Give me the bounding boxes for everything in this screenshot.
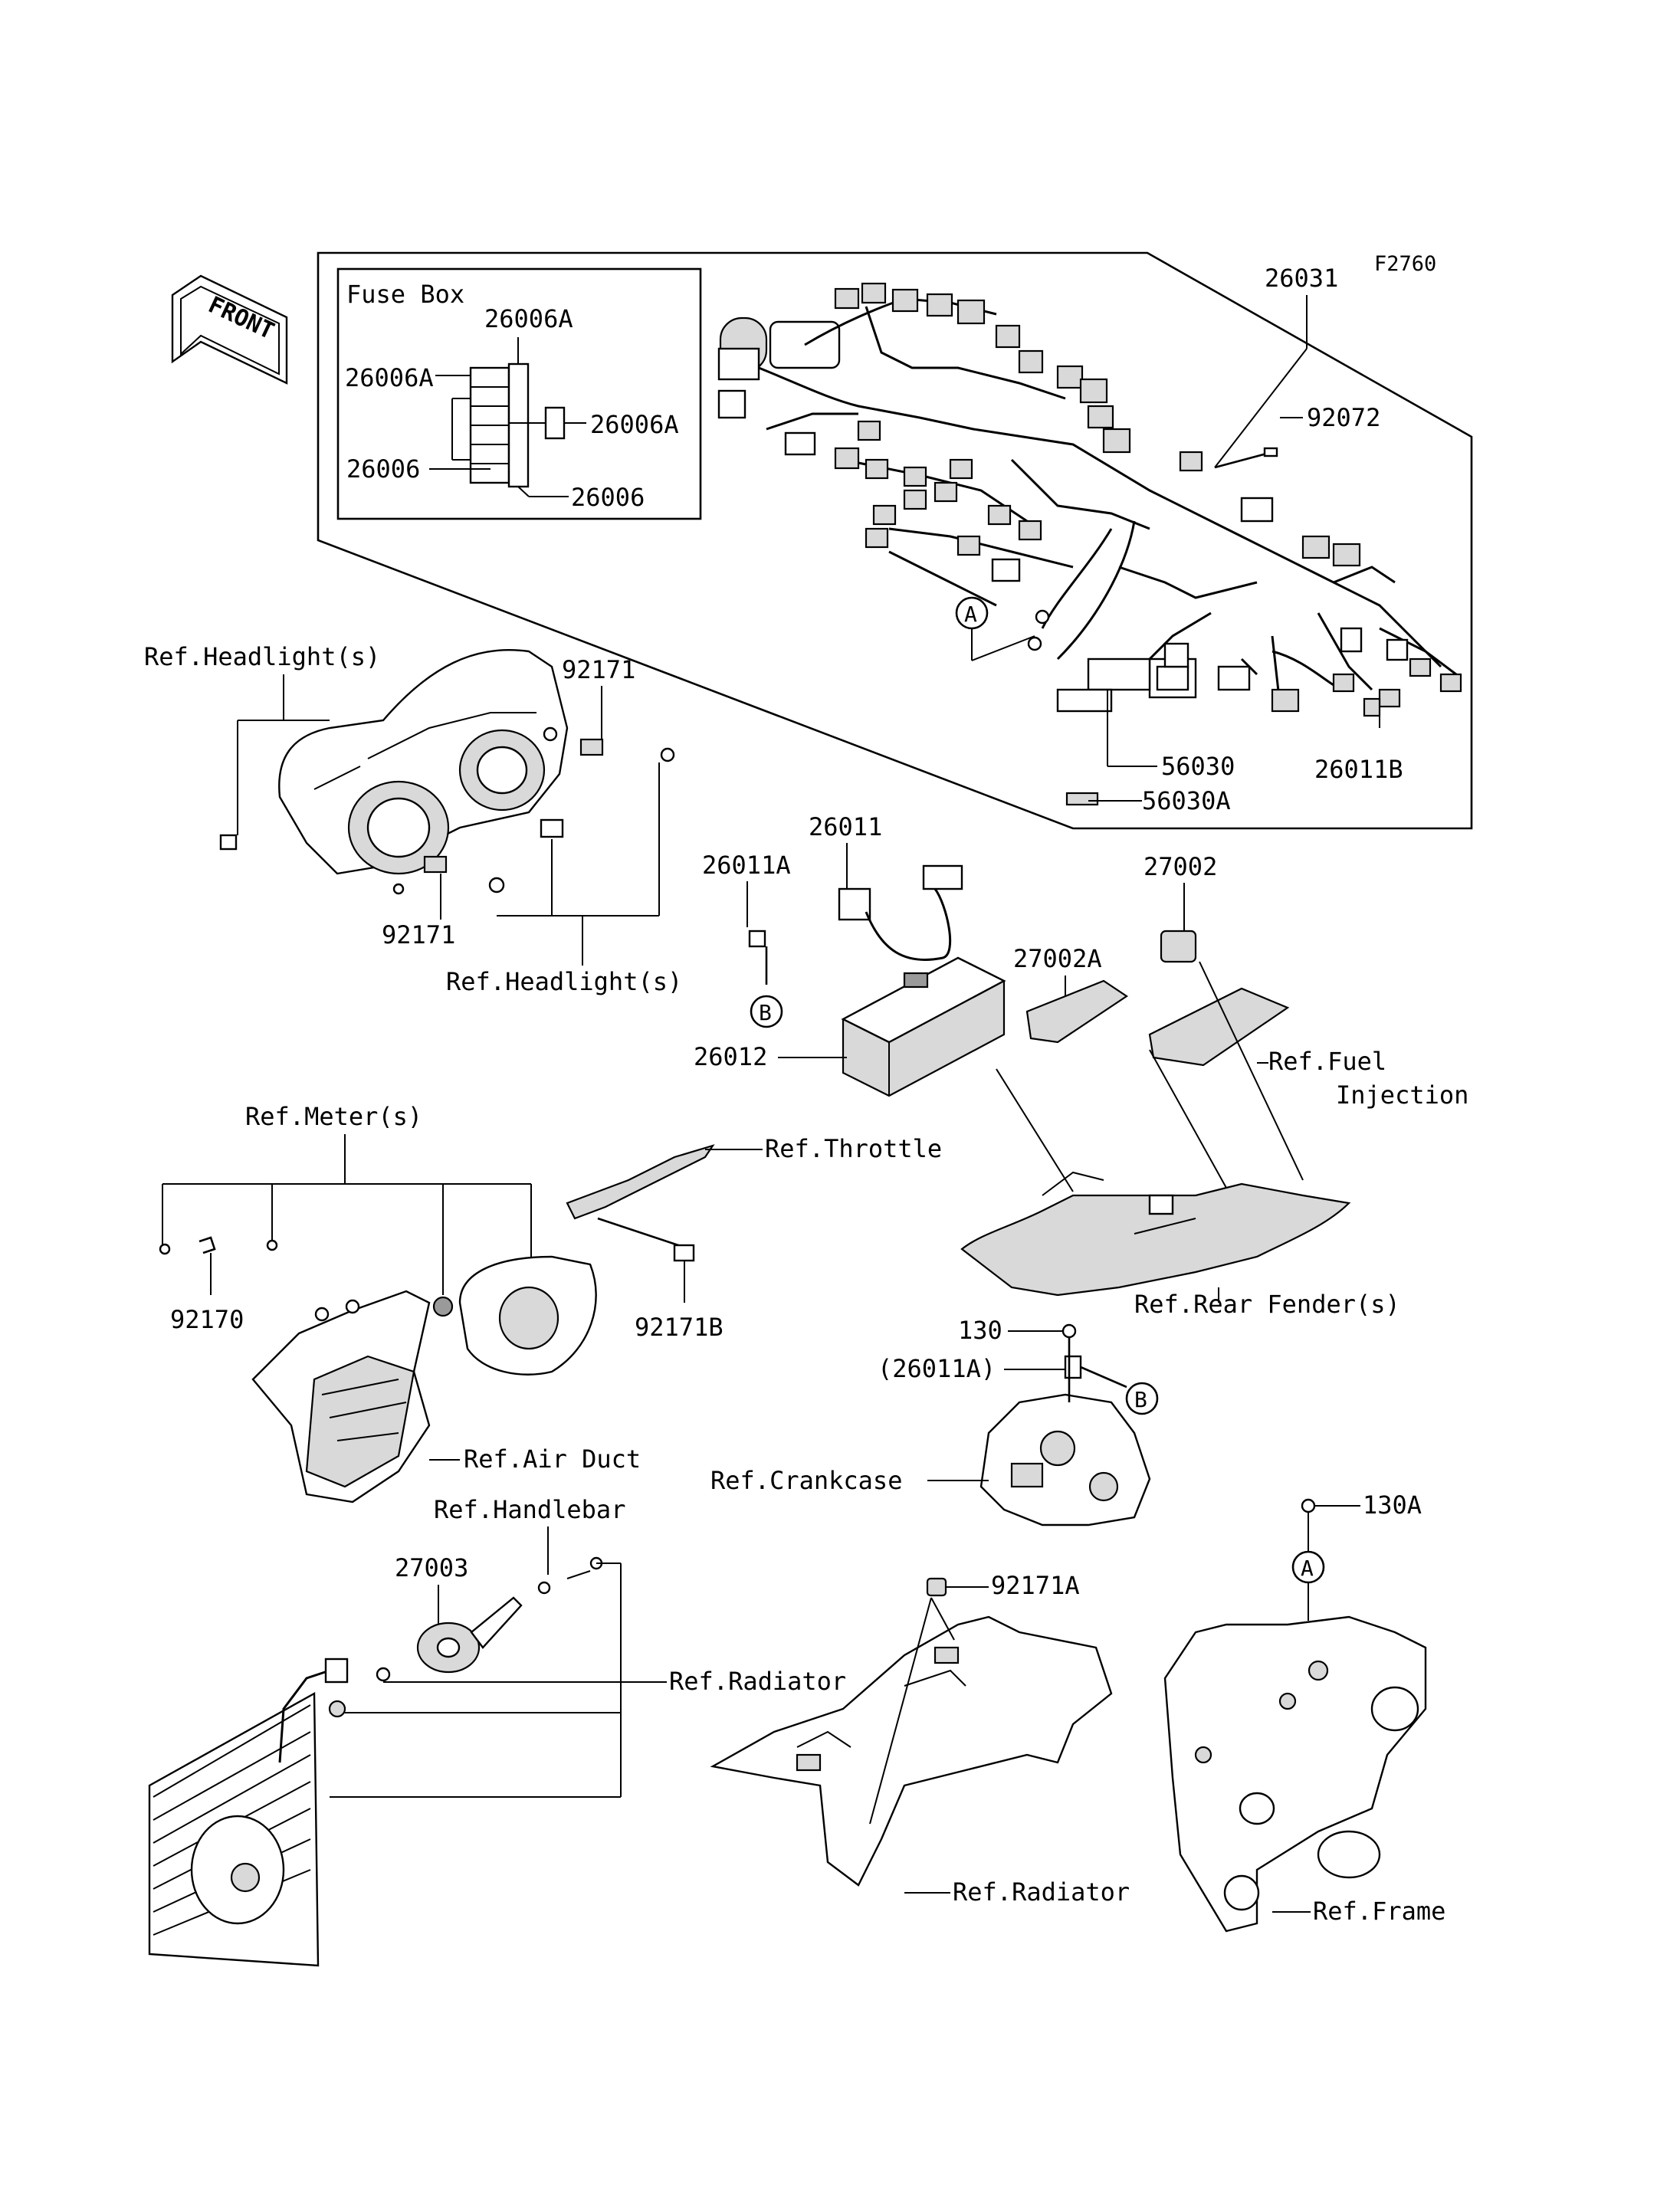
relay-27002-icon	[1160, 930, 1197, 963]
relay-27002a-icon	[1025, 979, 1128, 1044]
callout-b-circle	[750, 995, 783, 1028]
label-92170: 92170	[170, 1305, 244, 1334]
battery-lead-26011-icon	[838, 864, 963, 961]
meter-icon	[432, 1255, 597, 1376]
label-ref-meter: Ref.Meter(s)	[245, 1102, 422, 1131]
headlight-assembly-icon	[278, 648, 569, 895]
label-ref-rear-fender: Ref.Rear Fender(s)	[1134, 1290, 1400, 1319]
throttle-body-icon	[566, 1144, 715, 1262]
bolt-130a-icon	[1301, 1498, 1316, 1513]
bracket-92171-bottom-icon	[423, 855, 448, 874]
callout-b2-text: B	[1134, 1387, 1147, 1412]
label-26011b: 26011B	[1314, 755, 1403, 784]
label-26011: 26011	[809, 812, 882, 841]
label-ref-throttle: Ref.Throttle	[765, 1134, 942, 1163]
label-ref-crankcase: Ref.Crankcase	[710, 1466, 902, 1495]
label-130a: 130A	[1363, 1490, 1422, 1520]
label-ref-fuel-1: Ref.Fuel	[1268, 1047, 1386, 1076]
label-27002a: 27002A	[1013, 944, 1102, 973]
figure-code: F2760	[1374, 252, 1436, 276]
harness-outline	[317, 251, 1473, 830]
fuse-box-title: Fuse Box	[346, 280, 464, 309]
label-92171-top: 92171	[562, 655, 635, 684]
horn-27003-icon	[416, 1596, 523, 1674]
ground-lead-26011a-icon	[748, 930, 768, 985]
label-92171-bottom: 92171	[382, 920, 455, 949]
fuse-label-left: 26006A	[345, 363, 434, 392]
fuse-box-panel: Fuse Box 26006A 26006A 26006A 26006 2600…	[336, 267, 702, 520]
fuse-block-icon	[429, 337, 586, 497]
front-arrow-icon: FRONT	[171, 274, 288, 385]
fuse-label-bottom-left: 26006	[346, 454, 420, 484]
label-56030a: 56030A	[1142, 786, 1231, 815]
frame-icon	[1163, 1615, 1427, 1933]
wiring-harness-icon	[717, 282, 1462, 717]
rear-fender-icon	[960, 1171, 1351, 1297]
label-ref-radiator-1: Ref.Radiator	[669, 1667, 846, 1696]
ecu-icon	[1148, 987, 1290, 1067]
battery-26012-icon	[841, 956, 1006, 1097]
label-ref-fuel-2: Injection	[1336, 1080, 1468, 1110]
bracket-92170-icon	[159, 1236, 278, 1255]
label-ref-radiator-2: Ref.Radiator	[953, 1877, 1130, 1907]
label-92072: 92072	[1307, 403, 1380, 432]
label-26011a: 26011A	[702, 851, 791, 880]
air-duct-icon	[251, 1290, 431, 1503]
radiator-fan-icon	[148, 1658, 391, 1967]
fuse-label-bottom-right: 26006	[571, 483, 645, 512]
callout-b2-circle	[1125, 1382, 1159, 1415]
callout-a2-text: A	[1301, 1556, 1314, 1581]
fuse-label-right: 26006A	[590, 410, 679, 439]
label-130: 130	[958, 1316, 1002, 1345]
label-ref-handlebar: Ref.Handlebar	[434, 1495, 625, 1524]
label-27002: 27002	[1144, 852, 1217, 881]
label-26031: 26031	[1265, 264, 1338, 293]
fairing-cowl-icon	[710, 1615, 1113, 1887]
fuse-label-top: 26006A	[484, 304, 573, 333]
label-92171a: 92171A	[991, 1571, 1080, 1600]
bolt-130-icon	[1061, 1323, 1077, 1339]
label-ref-frame: Ref.Frame	[1313, 1897, 1445, 1926]
label-27003: 27003	[395, 1553, 468, 1582]
bracket-92171a-icon	[926, 1577, 947, 1597]
crankcase-icon	[979, 1337, 1151, 1526]
label-26012: 26012	[694, 1042, 767, 1071]
label-ref-headlight-top: Ref.Headlight(s)	[144, 642, 380, 671]
callout-b-text: B	[759, 1000, 772, 1025]
label-56030: 56030	[1161, 752, 1235, 781]
label-ref-headlight-bottom: Ref.Headlight(s)	[446, 967, 682, 996]
bracket-92171-top-icon	[579, 738, 604, 756]
label-26011a-paren: (26011A)	[878, 1354, 996, 1383]
band-92072-icon	[1214, 447, 1278, 469]
label-92171b: 92171B	[635, 1313, 724, 1342]
callout-a-text: A	[964, 602, 977, 627]
label-ref-air-duct: Ref.Air Duct	[464, 1444, 641, 1474]
ground-lead-icon	[1064, 1355, 1127, 1389]
